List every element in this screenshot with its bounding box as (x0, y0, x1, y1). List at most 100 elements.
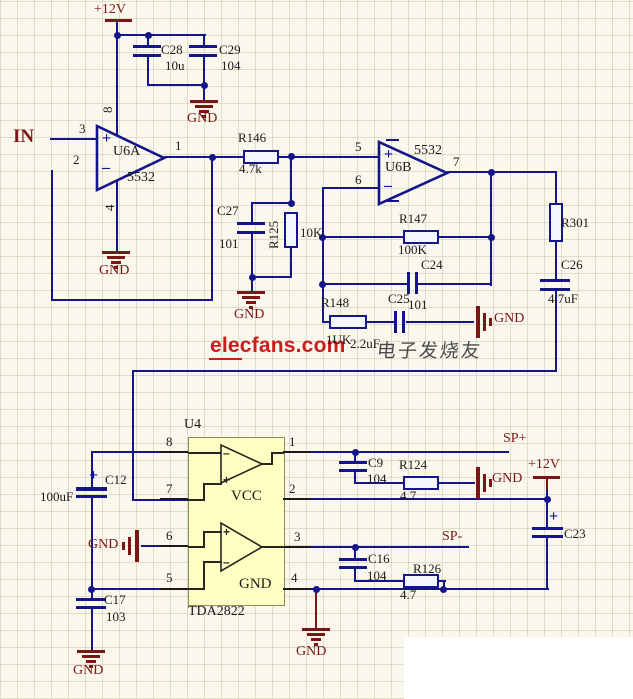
wire (354, 452, 356, 462)
u4-pin8-number: 8 (166, 434, 173, 449)
gnd-symbol (302, 628, 330, 631)
r126-resistor (403, 574, 439, 588)
wire (132, 499, 189, 501)
tda2822-amp2-triangle (220, 521, 264, 573)
u6a-ref: U6A (113, 144, 141, 159)
u6a-pin4-number: 4 (102, 204, 117, 212)
c9-ref: C9 (368, 455, 384, 470)
wire (116, 181, 118, 251)
c26-capacitor (540, 279, 570, 282)
opamp-u6b-triangle (377, 139, 451, 207)
v12-label: +12V (94, 2, 127, 17)
ic-pin-stub (160, 451, 188, 453)
ic-inner-wire (188, 546, 204, 548)
c17-ref: C17 (104, 592, 126, 607)
junction-dot (114, 32, 121, 39)
junction-dot (145, 32, 152, 39)
wire (354, 482, 404, 484)
stray-value-label: 2.2uF (350, 336, 380, 351)
r125-resistor (284, 212, 298, 248)
u6b-part: 5532 (414, 143, 442, 158)
c29-value: 104 (221, 58, 241, 73)
ic-inner-wire (203, 484, 205, 501)
c24-ref: C24 (421, 257, 443, 272)
r301-resistor (549, 203, 563, 242)
gnd-label: GND (73, 663, 104, 678)
wire (132, 370, 134, 501)
wire (164, 156, 245, 158)
c9-capacitor (339, 461, 367, 464)
wire (91, 451, 161, 453)
gnd-symbol (135, 530, 139, 562)
wire (116, 22, 118, 36)
ic-inner-wire (203, 562, 205, 590)
wire (354, 472, 356, 484)
wire (437, 482, 475, 484)
u4-part: TDA2822 (188, 604, 245, 619)
u4-vcc-label: VCC (231, 488, 262, 504)
ic-pin-stub (160, 498, 188, 500)
r124-ref: R124 (399, 457, 428, 472)
ic-inner-wire (262, 463, 273, 465)
wire (203, 86, 205, 101)
c29-ref: C29 (219, 42, 241, 57)
c27-capacitor (237, 231, 265, 234)
c26-ref: C26 (561, 257, 583, 272)
u4-pin7-number: 7 (166, 481, 173, 496)
c17-capacitor (76, 598, 106, 601)
wire (386, 200, 399, 202)
wire (50, 138, 98, 140)
wire (365, 321, 396, 323)
u6a-minus-sign: – (102, 159, 110, 176)
junction-dot (201, 82, 208, 89)
u4-gnd-label: GND (239, 576, 272, 592)
wire (251, 277, 253, 292)
c23-capacitor (532, 535, 563, 538)
c12-capacitor (76, 495, 107, 498)
c23-polarity-sign: + (549, 508, 559, 525)
wire (91, 609, 93, 650)
v12-label: +12V (528, 457, 561, 472)
u6b-ref: U6B (385, 160, 412, 175)
junction-dot (88, 586, 95, 593)
gnd-symbol (107, 256, 125, 259)
junction-dot (319, 281, 326, 288)
gnd-symbol (190, 100, 218, 103)
u4-amp1-plus-sign: + (223, 473, 231, 487)
ic-inner-wire (188, 588, 204, 590)
gnd-symbol (89, 665, 93, 668)
gnd-symbol (242, 296, 260, 299)
wire (141, 545, 161, 547)
ic-pin-stub (160, 545, 188, 547)
wire (311, 451, 509, 453)
wire (132, 370, 557, 372)
gnd-symbol (489, 318, 492, 326)
wire (51, 170, 53, 301)
r146-value: 4.7k (239, 161, 262, 176)
c16-capacitor (339, 566, 367, 569)
wire (91, 498, 93, 590)
r148-ref: R148 (321, 295, 350, 310)
ic-inner-wire (203, 561, 222, 563)
power-wire (315, 590, 317, 628)
u6a-plus-sign: + (102, 130, 112, 147)
junction-dot (488, 169, 495, 176)
v12-rail-bar (533, 476, 560, 479)
wire (311, 588, 549, 590)
wire (354, 569, 356, 581)
u6b-pin5-number: 5 (355, 139, 362, 154)
wire (91, 452, 93, 489)
u6a-part: 5532 (127, 170, 155, 185)
u6a-pin8-number: 8 (100, 106, 115, 114)
gnd-symbol (476, 467, 480, 499)
wire (251, 202, 253, 224)
wire (147, 57, 149, 86)
gnd-label: GND (187, 111, 218, 126)
gnd-label: GND (492, 471, 523, 486)
gnd-symbol (483, 313, 486, 331)
c26-capacitor (540, 288, 570, 291)
watermark-cjk: 电子发烧友 (375, 341, 483, 362)
r146-resistor (243, 150, 279, 164)
v12-rail-bar (105, 19, 132, 22)
u6b-minus-sign: – (384, 177, 392, 194)
